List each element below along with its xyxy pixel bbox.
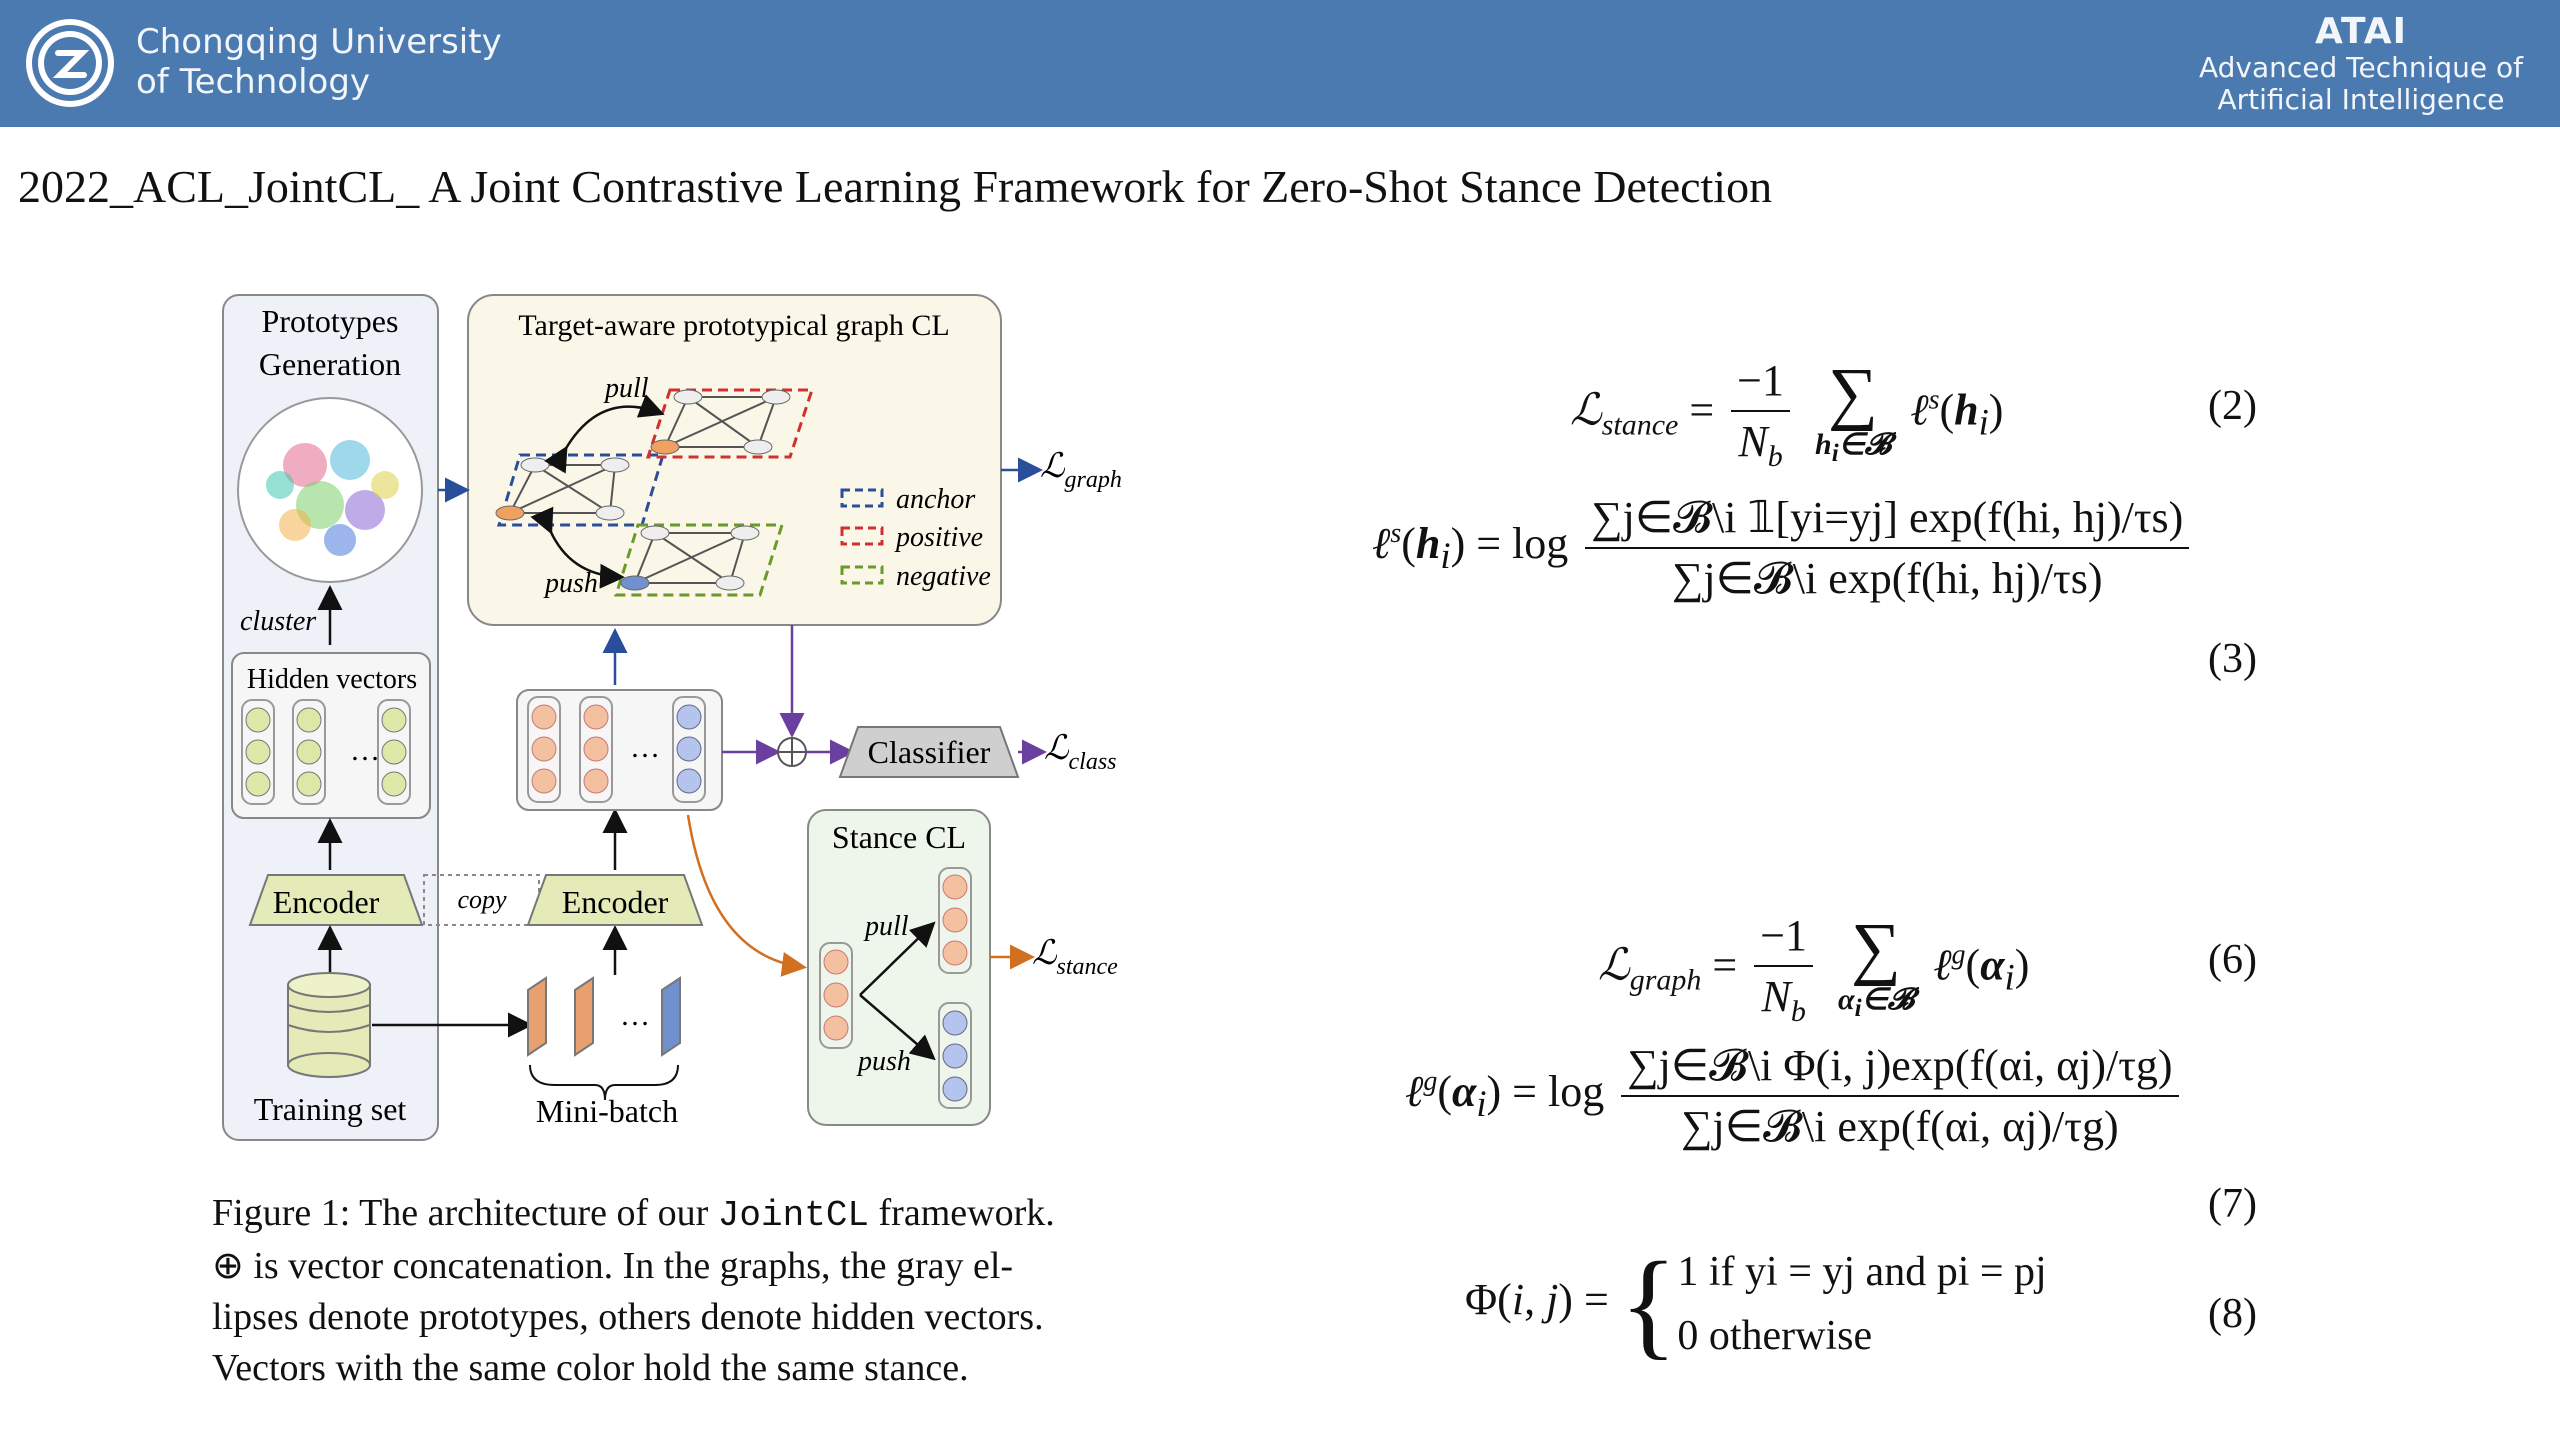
encoder-right — [526, 874, 704, 926]
hidden-vectors-ellipsis: … — [350, 734, 380, 767]
concat-icon — [777, 737, 807, 767]
equation-8-number: (8) — [2208, 1291, 2257, 1337]
encoder-left — [248, 874, 424, 926]
graph-legend — [840, 488, 884, 585]
legend-positive: positive — [894, 522, 983, 553]
equation-8-case2: 0 otherwise — [1677, 1313, 1873, 1359]
university-name: Chongqing University of Technology — [136, 22, 502, 102]
graph-push-label: push — [543, 568, 598, 599]
equation-7-number: (7) — [2208, 1181, 2257, 1227]
loss-stance: ℒstance — [1032, 935, 1118, 980]
equation-7: ℓg(αi) = log ∑j∈𝓑\i Φ(i, j)exp(f(αi, αj)… — [1405, 1040, 2185, 1152]
prototypes-label-line1: Prototypes — [262, 303, 399, 339]
encoder-left-label: Encoder — [273, 884, 380, 920]
stance-push-label: push — [856, 1046, 911, 1077]
graph-positive — [645, 388, 815, 459]
loss-graph: ℒgraph — [1040, 448, 1122, 493]
training-set-label: Training set — [254, 1091, 407, 1127]
graph-cl-title: Target-aware prototypical graph CL — [518, 309, 949, 342]
caption-line4: Vectors with the same color hold the sam… — [212, 1347, 969, 1389]
classifier-label: Classifier — [868, 734, 991, 770]
batch-vectors-ellipsis: … — [630, 731, 660, 764]
equation-3-number: (3) — [2208, 636, 2257, 682]
caption-line3: lipses denote prototypes, others denote … — [212, 1296, 1044, 1338]
graph-pull-label: pull — [603, 373, 649, 404]
batch-vector-columns — [527, 696, 706, 803]
mini-batch-ellipsis: … — [620, 999, 650, 1032]
brand-abbr: ATAI — [2314, 11, 2408, 52]
legend-anchor: anchor — [896, 484, 975, 515]
hidden-vectors-label: Hidden vectors — [247, 664, 417, 695]
mini-batch-icon — [527, 976, 681, 1101]
caption-line1: Figure 1: The architecture of our JointC… — [212, 1192, 1055, 1236]
prototypes-label-line2: Generation — [259, 346, 401, 382]
brand-block: ATAI Advanced Technique of Artificial In… — [2196, 12, 2526, 116]
encoder-right-label: Encoder — [562, 884, 669, 920]
cluster-scatter — [237, 397, 423, 583]
equation-2-number: (2) — [2208, 383, 2257, 429]
equation-8-case1: 1 if yi = yj and pi = pj — [1677, 1249, 2047, 1295]
university-name-line1: Chongqing University — [136, 22, 502, 62]
equation-6-number: (6) — [2208, 937, 2257, 983]
training-set-icon — [287, 972, 371, 1078]
graph-negative — [613, 523, 785, 597]
equation-3: ℓs(hi) = log ∑j∈𝓑\i 𝟙[yi=yj] exp(f(hi, h… — [1372, 492, 2195, 604]
university-name-line2: of Technology — [136, 62, 371, 102]
slide-title: 2022_ACL_JointCL_ A Joint Contrastive Le… — [18, 161, 1773, 212]
header-bar: Chongqing University of Technology ATAI … — [0, 0, 2560, 127]
caption-line2: ⊕ is vector concatenation. In the graphs… — [212, 1245, 1014, 1287]
hidden-vector-columns — [241, 699, 411, 805]
architecture-figure: Prototypes Generation cluster Hidden vec… — [222, 294, 1122, 1141]
stance-vectors — [819, 867, 972, 1109]
copy-label: copy — [457, 885, 507, 914]
classifier-box — [838, 726, 1020, 778]
legend-negative: negative — [896, 561, 991, 592]
stance-cl-title: Stance CL — [832, 819, 966, 855]
university-logo — [26, 19, 114, 107]
brand-line2: Artificial Intelligence — [2217, 83, 2505, 116]
batch-vectors-box — [516, 689, 723, 811]
figure-caption: Figure 1: The architecture of our JointC… — [212, 1188, 1162, 1394]
stance-pull-label: pull — [863, 911, 909, 942]
cluster-label: cluster — [240, 606, 316, 637]
brand-line1: Advanced Technique of — [2198, 51, 2524, 84]
mini-batch-label: Mini-batch — [536, 1093, 678, 1129]
loss-class: ℒclass — [1044, 730, 1117, 775]
